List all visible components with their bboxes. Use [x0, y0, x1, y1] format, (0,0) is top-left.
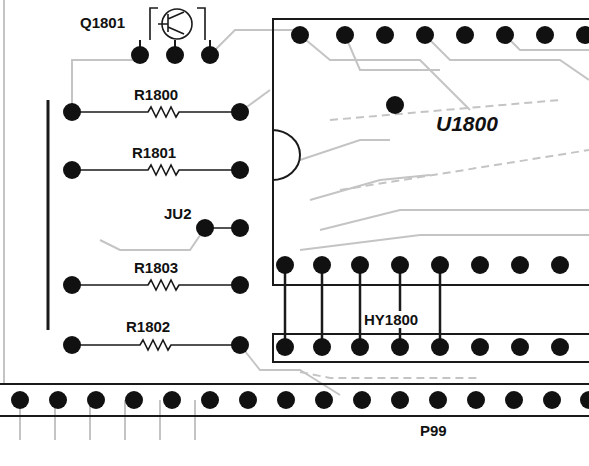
part-label: R1803 — [132, 259, 180, 276]
solder-pads — [11, 26, 589, 409]
ic-outline: U1800 — [272, 18, 589, 286]
header-outline: HY1800 — [272, 333, 589, 363]
pin-trace — [359, 286, 362, 333]
pin-trace — [284, 286, 287, 333]
part-label: R1802 — [124, 318, 172, 335]
pin-trace — [439, 286, 442, 333]
part-designator: U1800 — [434, 112, 500, 136]
pin-trace — [321, 286, 324, 333]
resistor-symbol — [72, 107, 240, 350]
copper-traces — [4, 0, 589, 440]
part-designator: P99 — [418, 422, 449, 439]
dashed-traces — [300, 100, 589, 378]
part-designator: HY1800 — [362, 311, 420, 328]
ground-trace — [47, 100, 50, 330]
part-label: Q1801 — [78, 14, 127, 31]
ic-notch — [272, 130, 300, 180]
part-label: R1801 — [130, 144, 178, 161]
jumper-label: JU2 — [162, 205, 194, 222]
part-label: R1800 — [132, 86, 180, 103]
connector-outline: P99 — [0, 383, 589, 417]
